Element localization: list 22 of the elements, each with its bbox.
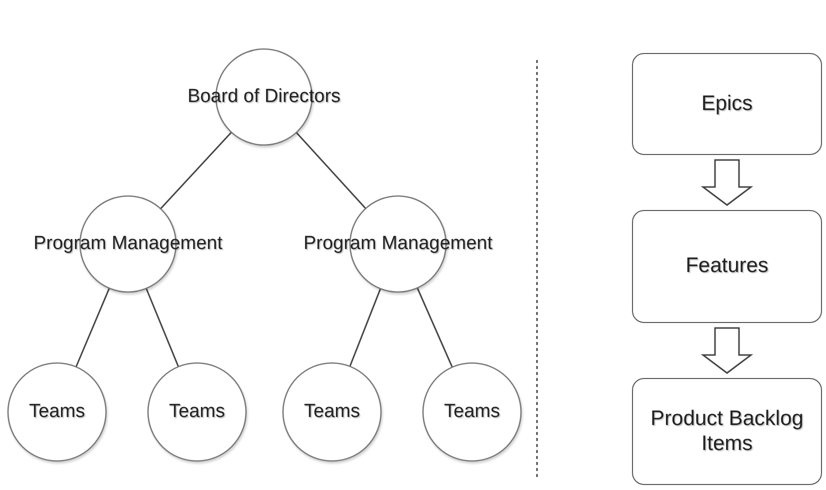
node-label: Product Backlog Items xyxy=(650,407,804,456)
org-circle xyxy=(282,362,382,462)
block-arrow xyxy=(700,327,754,374)
node-label: Teams xyxy=(29,401,85,423)
node-label: Teams xyxy=(304,401,360,423)
connector-line xyxy=(75,288,110,368)
node-label: Teams xyxy=(169,401,225,423)
connector-line xyxy=(160,132,232,210)
org-circle xyxy=(147,362,247,462)
node-label: Features xyxy=(686,254,768,279)
connector-line xyxy=(296,132,366,210)
block-arrow xyxy=(700,159,754,206)
process-box xyxy=(632,210,822,323)
node-label: Epics xyxy=(701,92,753,116)
node-label: Teams xyxy=(444,401,500,423)
org-circle xyxy=(422,362,522,462)
connector-line xyxy=(416,288,453,368)
process-box xyxy=(632,53,822,155)
connector-line xyxy=(146,288,180,367)
process-box xyxy=(632,378,822,485)
connector-line xyxy=(349,288,382,367)
org-circle xyxy=(7,362,107,462)
